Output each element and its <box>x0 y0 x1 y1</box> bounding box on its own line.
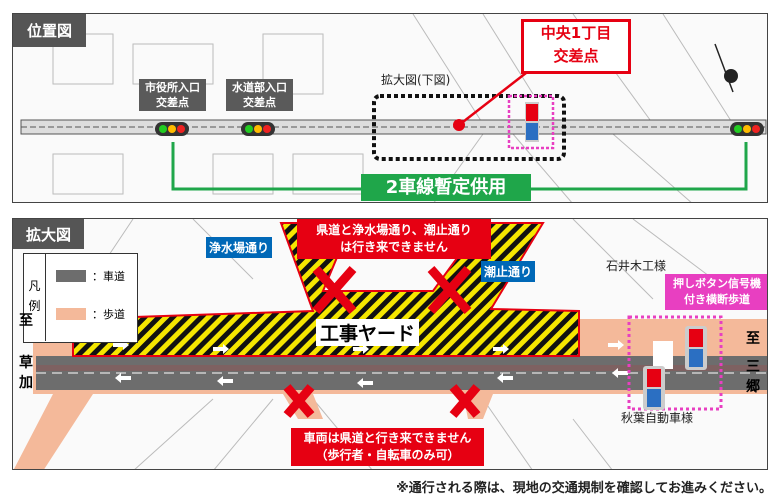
closed-x-icon <box>283 266 481 418</box>
crossing-label: 押しボタン信号機付き横断歩道 <box>665 274 767 310</box>
closure-notice-top: 県道と浄水場通り、潮止通りは行き来できません <box>297 219 491 259</box>
compass-icon <box>714 43 738 93</box>
panel-title: 拡大図 <box>13 219 84 249</box>
closure-notice-bottom: 車両は県道と行き来できません（歩行者・自転車のみ可） <box>291 428 484 466</box>
enlarged-map-panel: 拡大図 凡例 ：車道 ：歩道 県道と浄水場通り、潮止通りは行き来できません 浄水… <box>12 218 768 470</box>
legend-item-road: ：車道 <box>56 268 125 284</box>
two-lane-label: 2車線暫定供用 <box>361 174 531 201</box>
construction-yard-label: 工事ヤード <box>316 319 420 346</box>
intersection-label-shiyakusho: 市役所入口交差点 <box>139 79 206 111</box>
place-label-akiba: 秋葉自動車様 <box>621 411 694 425</box>
traffic-light-icon <box>730 122 764 136</box>
left-destination: 至草加 <box>19 313 33 391</box>
enlarged-map-drawing <box>14 219 767 469</box>
main-intersection-label: 中央1丁目交差点 <box>521 19 631 74</box>
street-label-shiodome: 潮止通り <box>481 261 536 282</box>
place-label-ishii: 石井木工様 <box>606 259 667 273</box>
pedestrian-signal-icon <box>643 366 665 410</box>
traffic-light-icon <box>241 122 275 136</box>
street-label-josuijo: 浄水場通り <box>206 237 273 258</box>
legend: 凡例 ：車道 ：歩道 <box>23 253 138 343</box>
traffic-light-icon <box>155 122 189 136</box>
right-destination: 至三郷 <box>746 331 760 395</box>
footer-note: ※通行される際は、現地の交通規制を確認してお進みください。 <box>396 481 772 496</box>
panel-title: 位置図 <box>13 14 86 47</box>
location-map-drawing <box>20 14 767 202</box>
intersection-label-suidobu: 水道部入口交差点 <box>226 79 293 111</box>
enlarged-map-label: 拡大図(下図) <box>381 73 451 87</box>
pedestrian-signal-icon <box>685 326 707 370</box>
legend-item-sidewalk: ：歩道 <box>56 306 125 322</box>
location-map-panel: 位置図 市役所入口交差点 水道部入口交差点 拡大図(下図) 中央1丁目交差点 2… <box>12 13 768 203</box>
